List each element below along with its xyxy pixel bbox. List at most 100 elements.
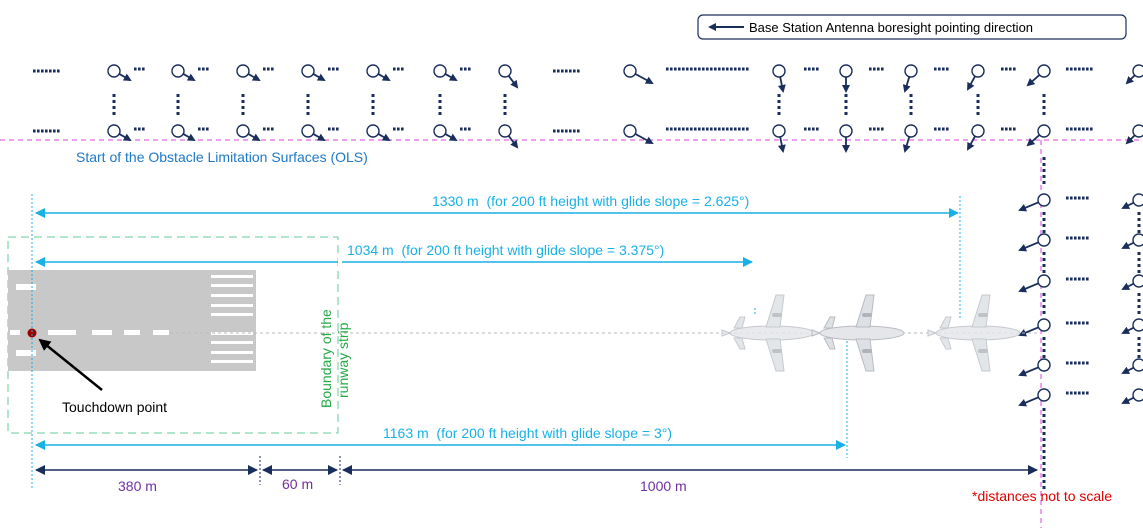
dot-separator — [1086, 196, 1089, 200]
antenna-icon — [772, 64, 786, 78]
dot-separator — [1137, 349, 1141, 352]
dot-separator — [134, 67, 137, 71]
antenna-icon — [1132, 193, 1143, 207]
dot-separator — [1042, 311, 1046, 314]
dot-separator — [682, 127, 685, 131]
dot-separator — [808, 67, 811, 71]
dot-separator — [1086, 391, 1089, 395]
dot-separator — [1009, 67, 1012, 71]
dot-separator — [777, 94, 781, 97]
dot-separator — [503, 100, 507, 103]
dot-separator — [1042, 414, 1046, 417]
dot-separator — [1078, 391, 1081, 395]
antenna-icon — [171, 64, 185, 78]
antenna-icon — [498, 124, 512, 138]
aircraft-1163 — [811, 294, 905, 372]
dot-separator — [726, 67, 729, 71]
dot-separator — [1042, 343, 1046, 346]
dot-separator — [57, 129, 60, 133]
dot-separator — [976, 100, 980, 103]
dot-separator — [1042, 438, 1046, 441]
dot-separator — [777, 112, 781, 115]
boresight-arrow-icon — [902, 76, 911, 93]
centerline-markings — [10, 330, 169, 335]
dot-separator — [869, 127, 872, 131]
boresight-arrow-icon — [182, 73, 196, 81]
dot-separator — [503, 106, 507, 109]
dot-separator — [468, 127, 471, 131]
dot-separator — [49, 129, 52, 133]
dot-separator — [1042, 426, 1046, 429]
dot-separator — [1074, 277, 1077, 281]
dot-separator — [438, 106, 442, 109]
dot-separator — [1137, 252, 1141, 255]
dot-separator — [49, 69, 52, 73]
dot-separator — [1042, 163, 1046, 166]
dot-separator — [1074, 196, 1077, 200]
boresight-arrow-icon — [507, 135, 519, 149]
dot-separator — [1082, 236, 1085, 240]
dot-separator — [1137, 299, 1141, 302]
dot-separator — [1086, 67, 1089, 71]
dot-separator — [397, 127, 400, 131]
dot-separator — [397, 67, 400, 71]
dot-separator — [1042, 230, 1046, 233]
boresight-arrow-icon — [1121, 396, 1135, 404]
dot-separator — [976, 106, 980, 109]
dimension-label-1330: 1330 m (for 200 ft height with glide slo… — [432, 193, 749, 209]
dot-separator — [1042, 106, 1046, 109]
antenna-icon — [171, 124, 185, 138]
dot-separator — [577, 69, 580, 73]
dot-separator — [1078, 321, 1081, 325]
dot-separator — [812, 127, 815, 131]
dot-separator — [371, 100, 375, 103]
dot-separator — [561, 69, 564, 73]
antenna-icon — [1037, 64, 1051, 78]
antenna-icon — [433, 64, 447, 78]
dot-separator — [702, 67, 705, 71]
dot-separator — [1070, 236, 1073, 240]
dot-separator — [1042, 450, 1046, 453]
dot-separator — [942, 127, 945, 131]
dot-separator — [176, 94, 180, 97]
antenna-icon — [1037, 124, 1051, 138]
boresight-arrow-icon — [1018, 201, 1039, 212]
dot-separator — [503, 112, 507, 115]
dot-separator — [206, 67, 209, 71]
dot-separator — [198, 127, 201, 131]
dot-separator — [1137, 224, 1141, 227]
dot-separator — [1082, 196, 1085, 200]
boresight-arrow-icon — [1121, 326, 1135, 334]
antenna-icon — [1037, 233, 1051, 247]
dot-separator — [1042, 355, 1046, 358]
boresight-arrow-icon — [967, 135, 976, 151]
dot-separator — [1042, 100, 1046, 103]
antenna-icon — [1132, 274, 1143, 288]
dot-separator — [336, 67, 339, 71]
dot-separator — [1066, 277, 1069, 281]
dimension-label-1034: 1034 m (for 200 ft height with glide slo… — [347, 242, 664, 258]
dot-separator — [1001, 127, 1004, 131]
antenna-icon — [1037, 388, 1051, 402]
dot-separator — [722, 67, 725, 71]
dot-separator — [176, 112, 180, 115]
dot-separator — [1137, 305, 1141, 308]
boresight-arrow-icon — [182, 133, 196, 141]
dot-separator — [1137, 264, 1141, 267]
dot-separator — [1042, 94, 1046, 97]
dot-separator — [938, 67, 941, 71]
boresight-arrow-icon — [444, 133, 458, 141]
dot-separator — [682, 67, 685, 71]
dot-separator — [1137, 343, 1141, 346]
dot-separator — [808, 127, 811, 131]
antenna-icon — [1132, 233, 1143, 247]
dot-separator — [1066, 321, 1069, 325]
dot-separator — [1042, 432, 1046, 435]
dot-separator — [553, 69, 556, 73]
dot-separator — [332, 67, 335, 71]
dot-separator — [1042, 264, 1046, 267]
dot-separator — [438, 94, 442, 97]
antenna-grid — [33, 64, 1143, 489]
dot-separator — [503, 94, 507, 97]
